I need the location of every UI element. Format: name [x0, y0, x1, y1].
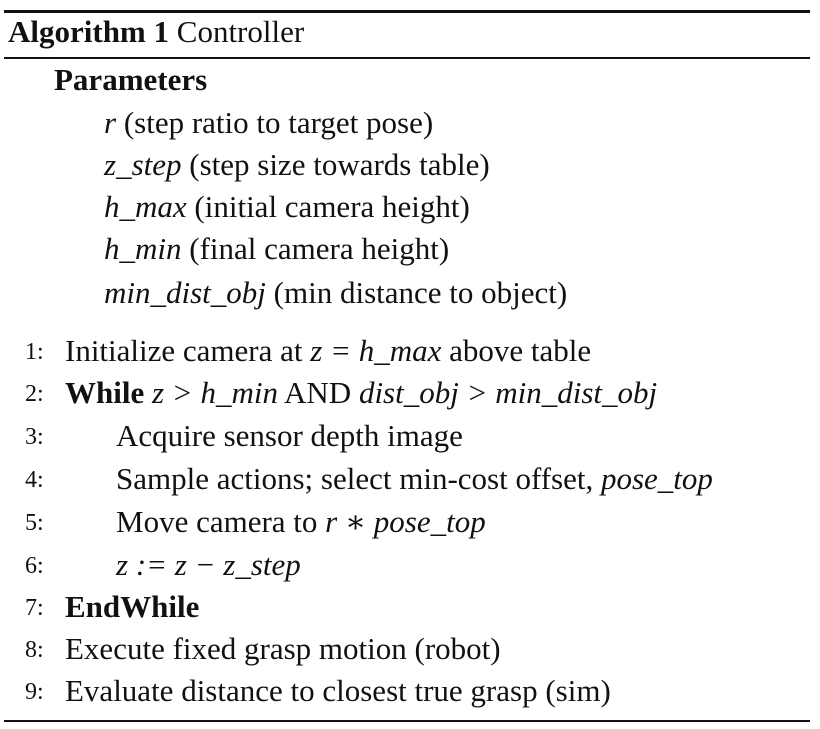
algorithm-title: Algorithm 1 Controller [8, 14, 304, 50]
step-body: Acquire sensor depth image [116, 418, 463, 454]
line-number: 6: [25, 553, 44, 579]
header-rule [4, 57, 810, 59]
step-text: Move camera to [116, 504, 318, 539]
step-math: dist_obj > min_dist_obj [358, 375, 658, 410]
line-number: 9: [25, 679, 44, 705]
parameter-item: z_step (step size towards table) [104, 147, 490, 183]
line-number: 3: [25, 424, 44, 450]
step-body: z := z − z_step [116, 547, 301, 583]
parameter-item: h_max (initial camera height) [104, 189, 470, 225]
parameter-symbol: r [104, 105, 117, 140]
step-math: z := z − z_step [116, 547, 301, 582]
line-number: 8: [25, 637, 44, 663]
line-number: 4: [25, 467, 44, 493]
top-rule [4, 10, 810, 13]
parameter-desc: (step size towards table) [189, 147, 490, 182]
parameter-symbol: z_step [104, 147, 182, 182]
step-keyword: While [65, 375, 145, 410]
step-math: z = h_max [310, 333, 442, 368]
parameter-symbol: h_min [104, 231, 182, 266]
step-body: Execute fixed grasp motion (robot) [65, 631, 501, 667]
step-text: Sample actions; select min-cost offset, [116, 461, 594, 496]
parameter-desc: (final camera height) [189, 231, 450, 266]
step-math: pose_top [600, 461, 713, 496]
algorithm-name: Controller [176, 14, 305, 49]
step-text: Acquire sensor depth image [116, 418, 463, 453]
line-number: 2: [25, 381, 44, 407]
line-number: 7: [25, 595, 44, 621]
line-number: 5: [25, 510, 44, 536]
step-body: Sample actions; select min-cost offset, … [116, 461, 713, 497]
bottom-rule [4, 720, 810, 722]
step-text: AND [284, 375, 352, 410]
step-text: above table [449, 333, 592, 368]
algorithm-label: Algorithm 1 [8, 14, 170, 49]
step-keyword: EndWhile [65, 589, 200, 624]
step-body: Evaluate distance to closest true grasp … [65, 673, 611, 709]
parameter-item: h_min (final camera height) [104, 231, 449, 267]
step-math: r ∗ pose_top [325, 504, 486, 539]
step-math: z > h_min [151, 375, 278, 410]
parameter-symbol: min_dist_obj [104, 275, 266, 310]
step-body: While z > h_min AND dist_obj > min_dist_… [65, 375, 657, 411]
step-body: EndWhile [65, 589, 199, 625]
parameter-desc: (step ratio to target pose) [123, 105, 434, 140]
parameters-heading: Parameters [54, 62, 208, 97]
parameter-symbol: h_max [104, 189, 187, 224]
parameter-item: r (step ratio to target pose) [104, 105, 433, 141]
parameter-desc: (initial camera height) [194, 189, 470, 224]
step-text: Execute fixed grasp motion (robot) [65, 631, 501, 666]
line-number: 1: [25, 339, 44, 365]
step-body: Move camera to r ∗ pose_top [116, 504, 486, 540]
step-body: Initialize camera at z = h_max above tab… [65, 333, 591, 369]
step-text: Initialize camera at [65, 333, 303, 368]
parameter-item: min_dist_obj (min distance to object) [104, 275, 567, 311]
parameter-desc: (min distance to object) [273, 275, 568, 310]
step-text: Evaluate distance to closest true grasp … [65, 673, 611, 708]
